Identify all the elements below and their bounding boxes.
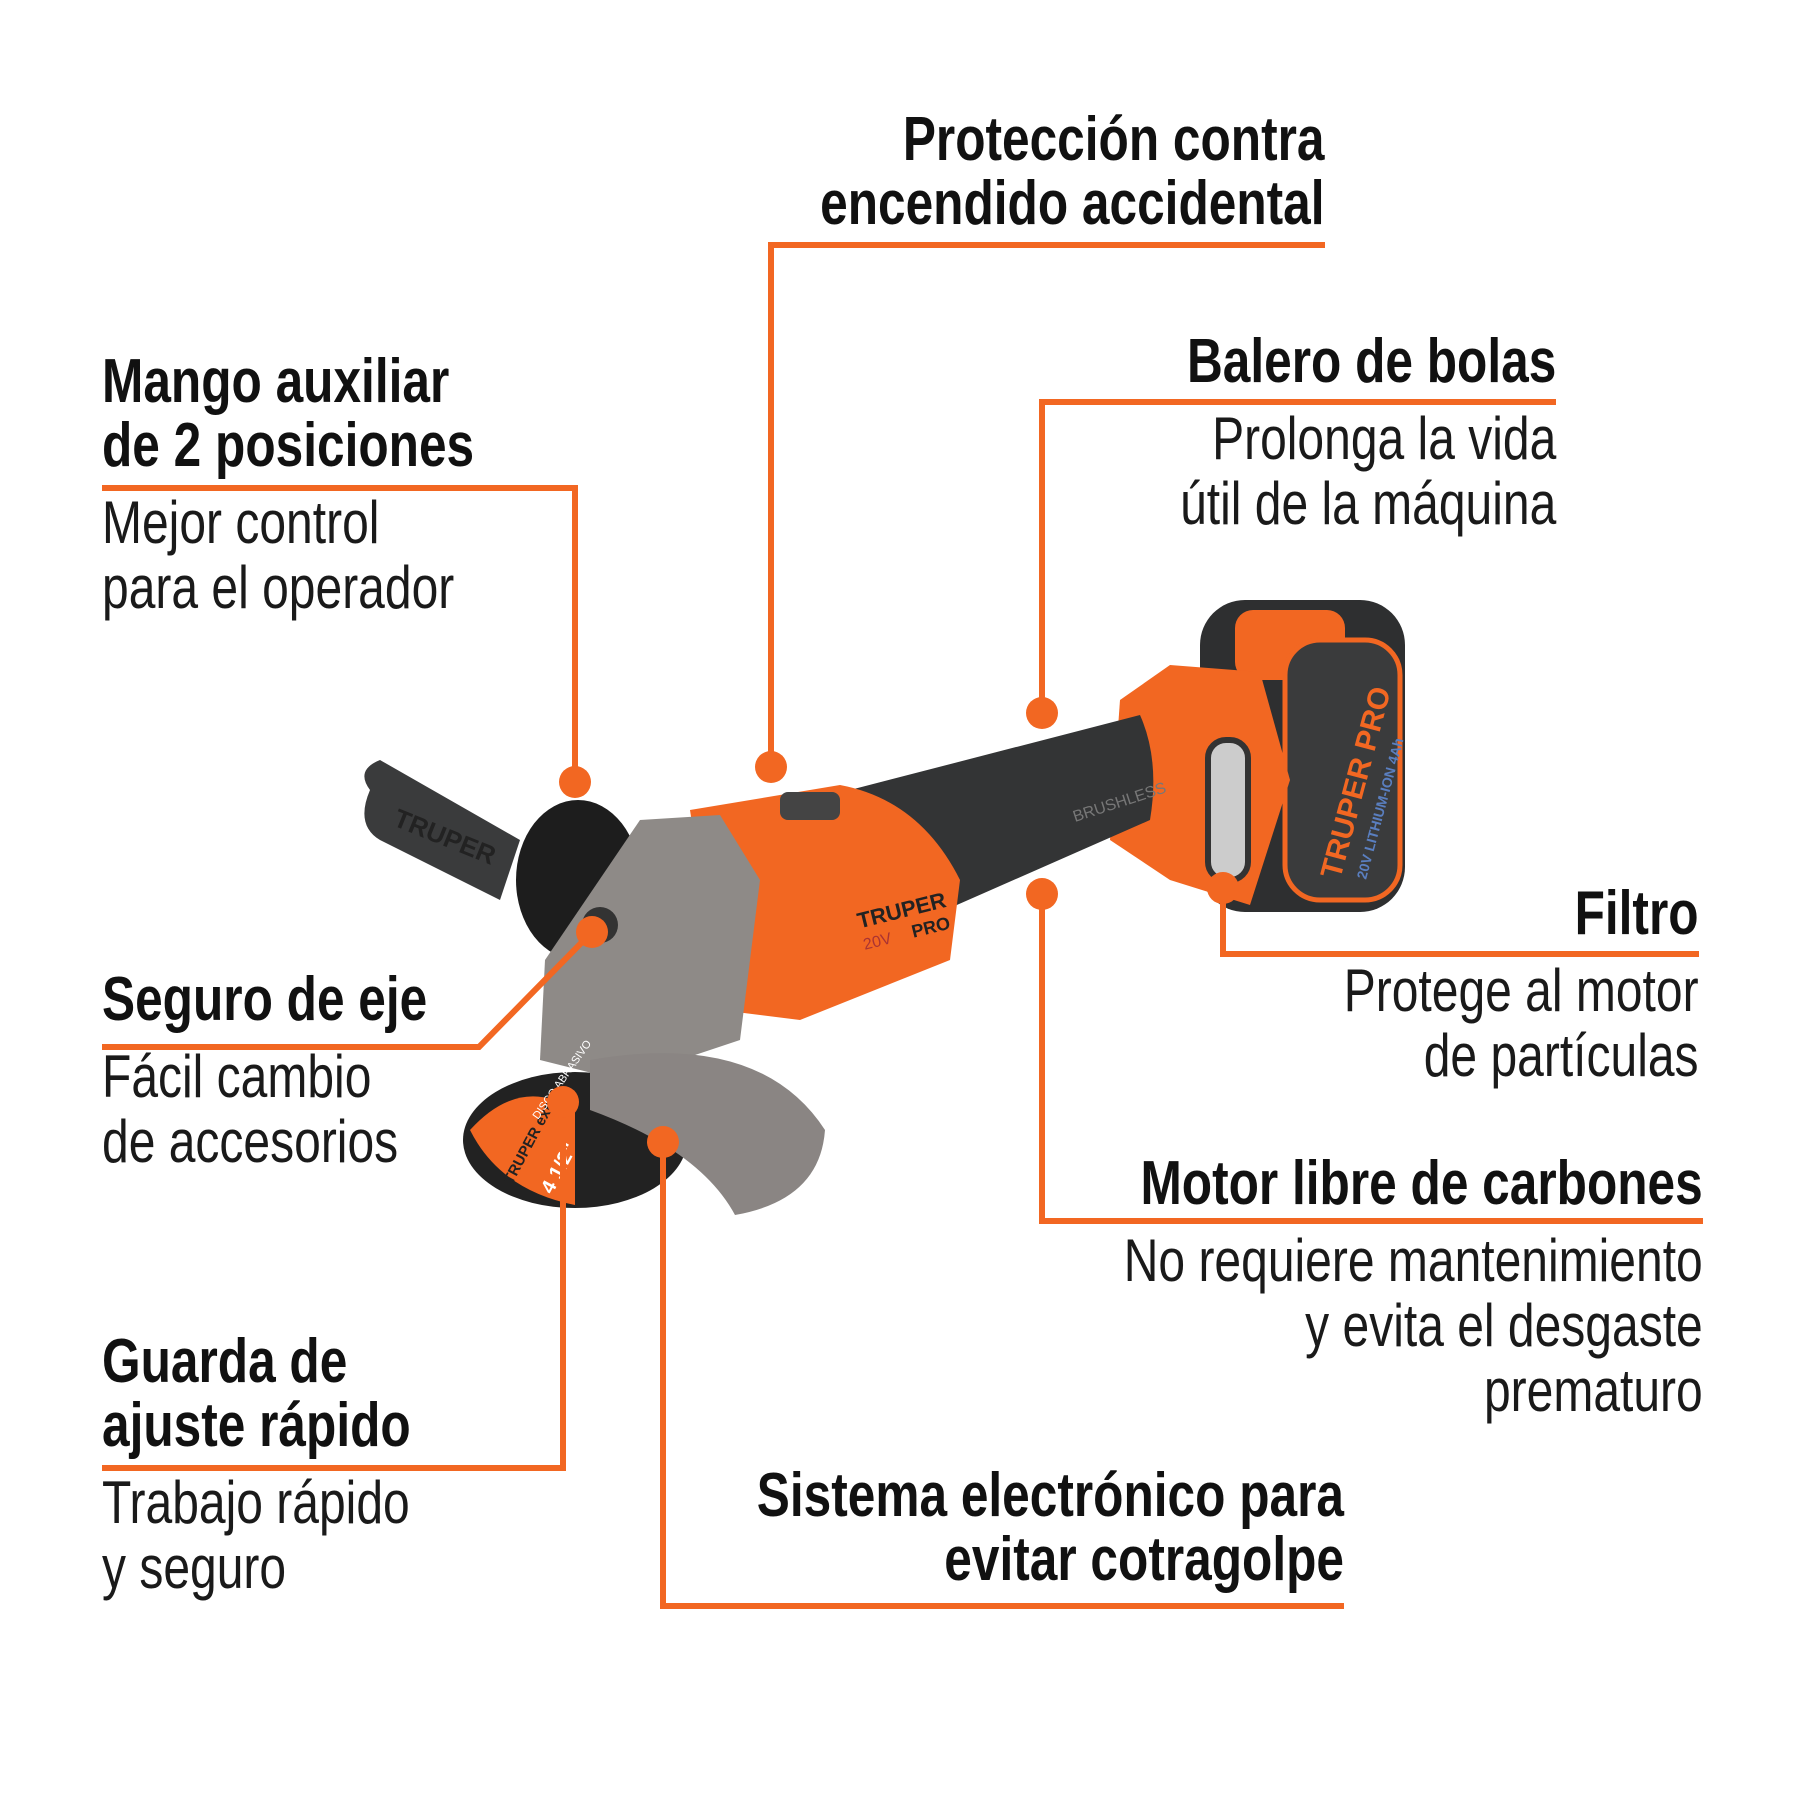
motor-housing — [690, 785, 960, 1020]
dot-motor — [1026, 878, 1058, 910]
callout-title: Sistema electrónico para — [756, 1461, 1344, 1530]
callout-title: Protección contra — [903, 105, 1325, 174]
dot-sistema — [647, 1126, 679, 1158]
callout-title: ajuste rápido — [102, 1391, 411, 1460]
callout-description: de accesorios — [102, 1108, 399, 1175]
leader-sistema — [660, 1142, 1344, 1609]
leader-filtro — [1220, 888, 1699, 957]
callout-sistema: Sistema electrónico para evitar cotragol… — [757, 1464, 1344, 1592]
callout-proteccion: Protección contra encendido accidental — [821, 108, 1325, 236]
callout-seguro: Seguro de eje Fácil cambio de accesorios — [102, 965, 428, 1175]
callout-description: útil de la máquina — [1179, 470, 1556, 537]
callout-title: evitar cotragolpe — [944, 1525, 1344, 1594]
disc-label — [470, 1096, 575, 1205]
callout-title: encendido accidental — [820, 169, 1325, 238]
callout-description: Trabajo rápido — [102, 1469, 410, 1536]
callout-description: y evita el desgaste — [1305, 1292, 1703, 1359]
callout-title: Seguro de eje — [102, 965, 428, 1034]
callout-description: No requiere mantenimiento — [1124, 1227, 1703, 1294]
callout-description: Protege al motor — [1344, 957, 1699, 1024]
leader-mango — [102, 485, 578, 782]
callout-description: prematuro — [1484, 1357, 1703, 1424]
leader-guarda — [102, 1102, 566, 1471]
callout-title: Filtro — [1575, 879, 1699, 948]
dot-mango — [559, 766, 591, 798]
callout-title: de 2 posiciones — [102, 411, 475, 480]
callout-guarda: Guarda de ajuste rápido Trabajo rápido y… — [102, 1327, 411, 1601]
leader-proteccion — [768, 242, 1325, 767]
wheel-guard — [590, 1053, 825, 1215]
callout-balero: Balero de bolas Prolonga la vida útil de… — [1179, 327, 1556, 537]
callout-description: de partículas — [1424, 1022, 1699, 1089]
leader-seguro — [102, 929, 595, 1050]
callout-description: Mejor control — [102, 489, 380, 556]
callout-title: Motor libre de carbones — [1140, 1149, 1703, 1218]
callout-title: Balero de bolas — [1186, 327, 1556, 396]
dot-balero — [1026, 697, 1058, 729]
dot-proteccion — [755, 751, 787, 783]
callout-description: Fácil cambio — [102, 1043, 372, 1110]
callout-title: Mango auxiliar — [102, 347, 450, 416]
dot-guarda — [547, 1086, 579, 1118]
leader-balero — [1039, 399, 1556, 713]
callout-mango: Mango auxiliar de 2 posiciones Mejor con… — [102, 347, 475, 621]
safety-switch — [780, 792, 840, 820]
callout-description: y seguro — [102, 1534, 287, 1601]
callout-description: Prolonga la vida — [1211, 405, 1556, 472]
dot-seguro — [576, 916, 608, 948]
callout-title: Guarda de — [102, 1327, 348, 1396]
callout-filtro: Filtro Protege al motor de partículas — [1344, 879, 1699, 1089]
dot-filtro — [1207, 872, 1239, 904]
svg-text:20V: 20V — [862, 930, 894, 953]
callout-motor: Motor libre de carbones No requiere mant… — [1124, 1149, 1703, 1424]
callout-description: para el operador — [102, 554, 455, 621]
leader-motor — [1039, 894, 1703, 1224]
gear-head — [540, 815, 760, 1080]
